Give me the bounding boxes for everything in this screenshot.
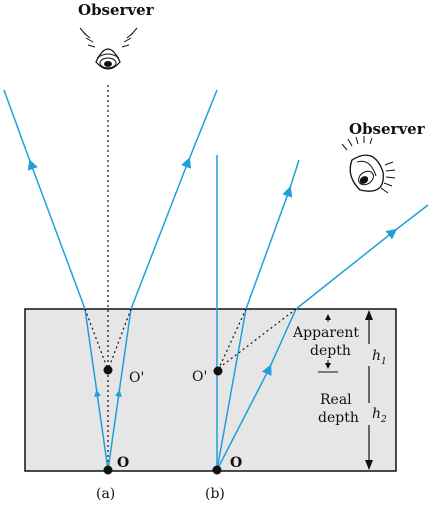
image-point-a (103, 365, 113, 375)
ray-a-right-water (107, 308, 132, 471)
h1-sub: 1 (381, 357, 387, 367)
h1-label: h1 (372, 348, 387, 367)
ray-a-left-air (3, 89, 86, 310)
h2-label-bg (362, 403, 386, 425)
image-label-a: O' (129, 370, 144, 386)
image-point-b (213, 366, 223, 376)
ray-a-left-water (84, 308, 109, 471)
eye-icon-front (79, 27, 138, 70)
ray-b-mid-water (216, 308, 247, 471)
apparent-depth-label-2: depth (310, 343, 351, 359)
caption-b: (b) (205, 486, 225, 502)
h2-main: h (372, 406, 381, 422)
eye-icon-side (341, 136, 396, 194)
ray-b-right-air (295, 204, 429, 310)
object-label-a: O (117, 455, 129, 471)
observer-label-top: Observer (78, 1, 155, 19)
h2-label: h2 (372, 406, 387, 425)
real-depth-label-2: depth (318, 410, 359, 426)
ray-b-right-water (216, 308, 297, 471)
object-label-b: O (230, 455, 242, 471)
object-point-a (103, 465, 113, 475)
h1-label-bg (362, 344, 386, 366)
observer-eye-top: Observer (78, 1, 155, 70)
extension-a-left (84, 308, 109, 371)
observer-label-right: Observer (349, 120, 426, 138)
ray-b-mid-air (245, 159, 300, 310)
extension-b-right (218, 308, 297, 369)
part-a: Observer O O' (a) (3, 1, 218, 502)
caption-a: (a) (96, 486, 115, 502)
extension-b-mid (218, 308, 247, 369)
ray-a-right-air (130, 89, 218, 310)
depth-dimension-arrow-bottom (365, 460, 373, 470)
h2-sub: 2 (380, 415, 387, 425)
part-b: Observer O O' (b) Apparent depth Real de… (192, 120, 429, 502)
object-point-b (212, 465, 222, 475)
h1-main: h (372, 348, 381, 364)
depth-dimension-arrow-top (365, 310, 373, 320)
water-block (24, 308, 397, 472)
extension-a-right (107, 308, 132, 371)
observer-eye-right: Observer (341, 120, 426, 194)
apparent-depth-label-1: Apparent (292, 325, 359, 341)
image-label-b: O' (192, 369, 207, 385)
real-depth-label-1: Real (320, 392, 352, 408)
